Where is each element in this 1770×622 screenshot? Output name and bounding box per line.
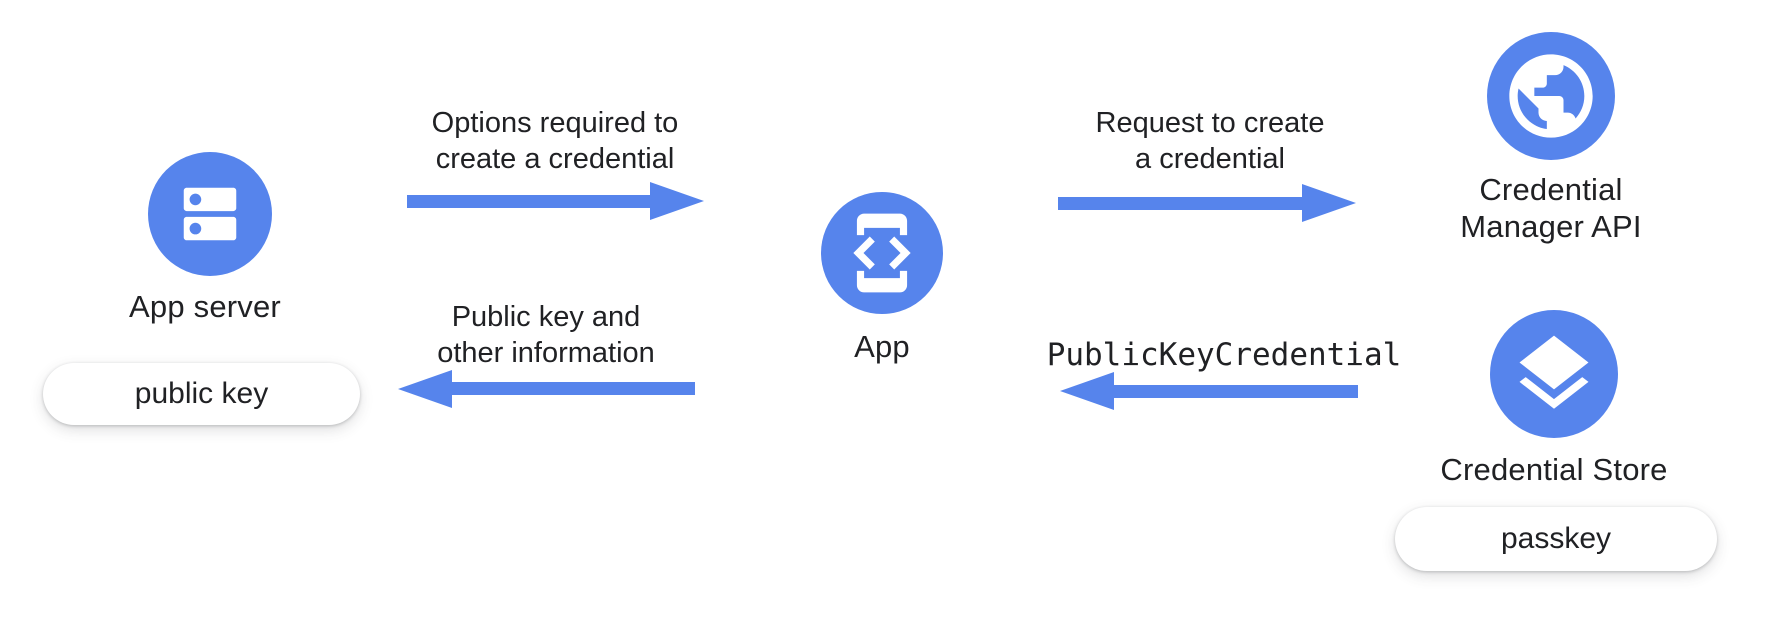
- arrow-public-key-info-head-left-icon: [398, 370, 452, 408]
- credential-manager-api-label: Credential Manager API: [1401, 171, 1701, 245]
- arrow-label-public-key-info-line1: Public key and: [451, 301, 641, 333]
- arrow-publickeycredential-head-left-icon: [1060, 372, 1114, 410]
- arrow-label-request-line2: a credential: [1135, 143, 1285, 175]
- app-node: [821, 192, 943, 314]
- arrow-label-public-key-info-line2: other information: [437, 337, 655, 369]
- layers-icon: [1508, 328, 1600, 420]
- arrow-options-head-right-icon: [650, 182, 704, 220]
- app-server-node: [148, 152, 272, 276]
- arrow-options-shaft: [407, 195, 652, 208]
- public-key-badge: public key: [43, 363, 360, 425]
- arrow-request-shaft: [1058, 197, 1303, 210]
- arrow-label-options-line2: create a credential: [435, 143, 675, 175]
- arrow-label-options-line1: Options required to: [431, 107, 679, 139]
- globe-icon: [1501, 46, 1601, 146]
- credential-manager-api-label-line2: Manager API: [1460, 209, 1642, 244]
- public-key-badge-text: public key: [134, 377, 269, 410]
- phone-code-icon: [839, 210, 925, 296]
- app-label: App: [854, 329, 910, 364]
- arrow-label-public-key-info: Public key and other information: [371, 299, 721, 371]
- arrow-request-head-right-icon: [1302, 184, 1356, 222]
- arrow-label-publickeycredential: PublicKeyCredential: [1046, 337, 1402, 373]
- credential-manager-api-node: [1487, 32, 1615, 160]
- passkey-badge: passkey: [1395, 507, 1717, 571]
- app-server-label: App server: [129, 289, 281, 324]
- server-icon: [175, 179, 245, 249]
- passkey-badge-text: passkey: [1500, 522, 1612, 555]
- arrow-label-request-line1: Request to create: [1095, 107, 1325, 139]
- credential-manager-api-label-line1: Credential: [1479, 172, 1623, 207]
- arrow-publickeycredential-shaft: [1112, 385, 1358, 398]
- arrow-label-options: Options required to create a credential: [380, 105, 730, 177]
- arrow-label-request: Request to create a credential: [1035, 105, 1385, 177]
- credential-store-label: Credential Store: [1440, 452, 1668, 487]
- credential-store-node: [1490, 310, 1618, 438]
- arrow-public-key-info-shaft: [450, 382, 695, 395]
